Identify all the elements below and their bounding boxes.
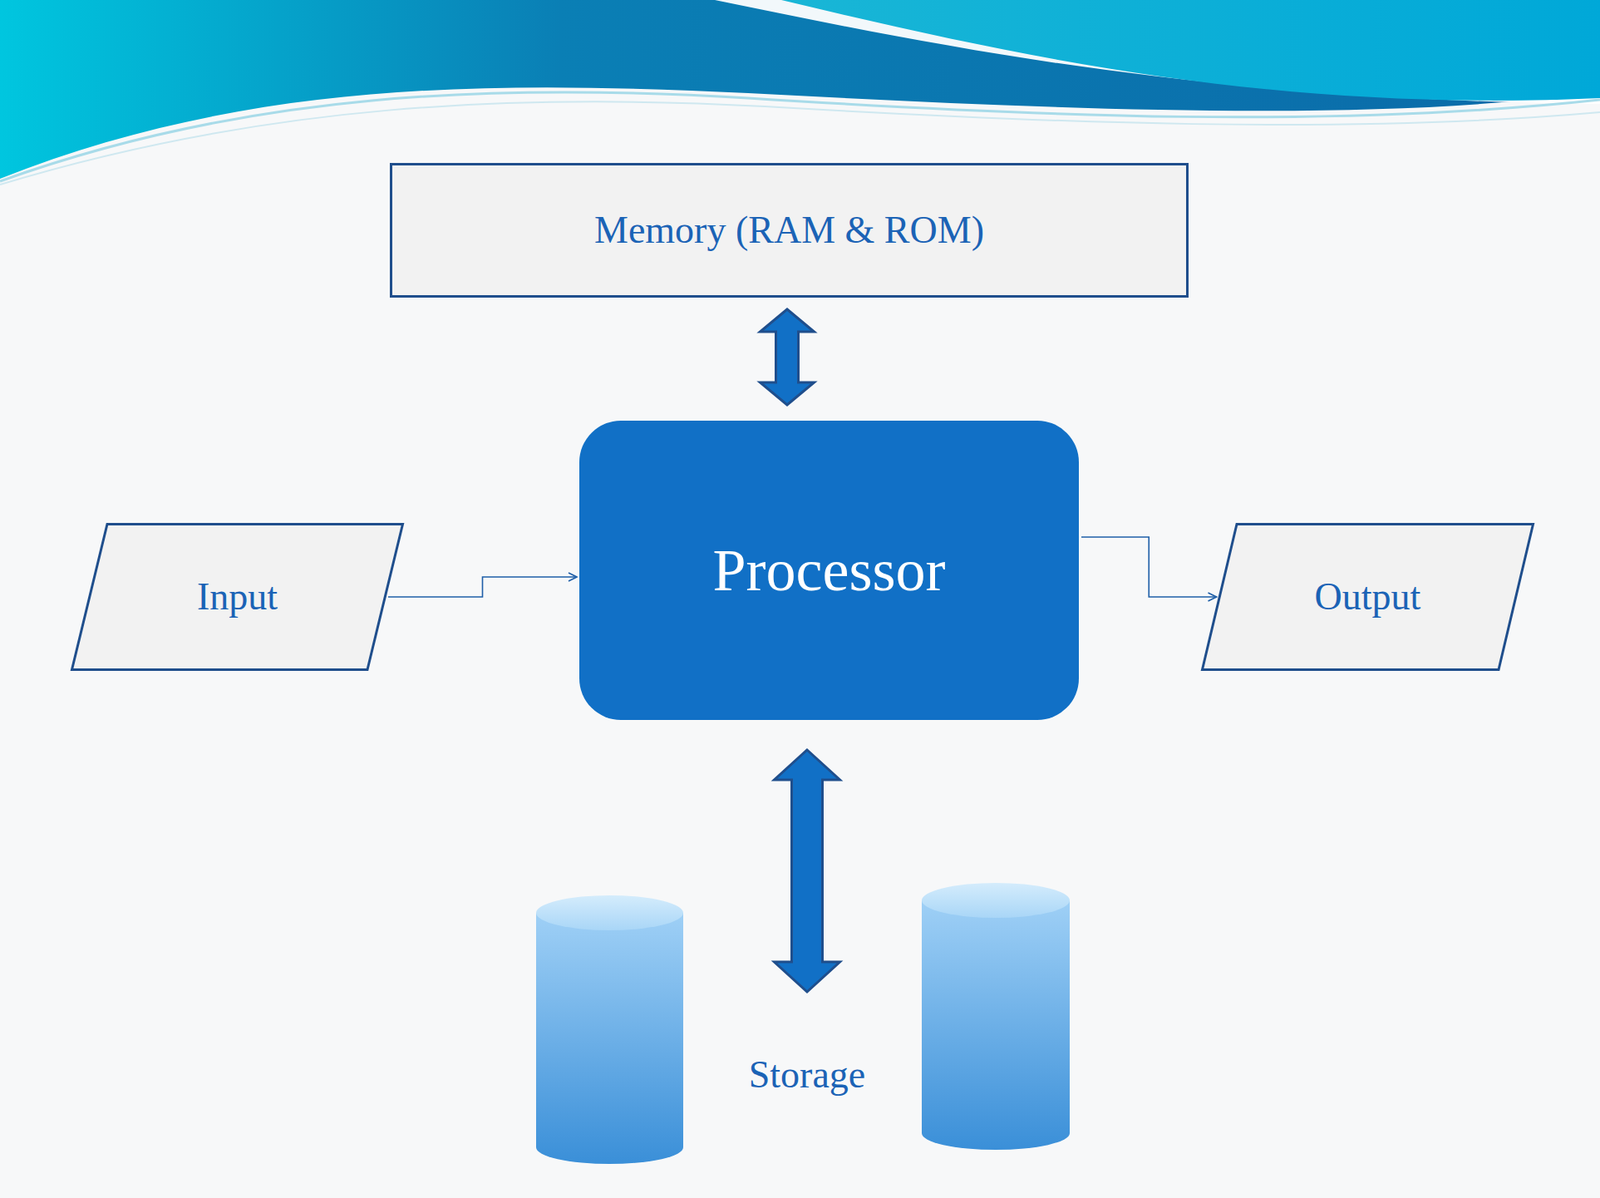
storage-group: Storage bbox=[723, 994, 891, 1156]
storage-cylinder bbox=[536, 895, 684, 1164]
output-box: Output bbox=[1201, 522, 1535, 671]
header-wave bbox=[0, 0, 1600, 179]
block-arrow bbox=[774, 749, 841, 992]
parallelogram-outline bbox=[1202, 524, 1534, 670]
node-label: Input bbox=[196, 575, 278, 620]
node-label: Memory (RAM & ROM) bbox=[594, 208, 985, 253]
flow-arrow bbox=[388, 576, 577, 597]
processor-box: Processor bbox=[579, 420, 1079, 720]
input-box: Input bbox=[70, 522, 404, 671]
storage-cylinder bbox=[921, 882, 1070, 1150]
header-swoosh bbox=[714, 0, 1600, 104]
flow-arrow bbox=[1081, 536, 1217, 597]
node-label: Output bbox=[1314, 575, 1422, 620]
header-swoosh bbox=[781, 0, 1600, 101]
block-arrow bbox=[760, 309, 815, 405]
node-label: Storage bbox=[748, 1053, 867, 1098]
node-label: Processor bbox=[713, 536, 946, 606]
memory-box: Memory (RAM & ROM) bbox=[389, 162, 1189, 298]
parallelogram-outline bbox=[72, 524, 404, 670]
